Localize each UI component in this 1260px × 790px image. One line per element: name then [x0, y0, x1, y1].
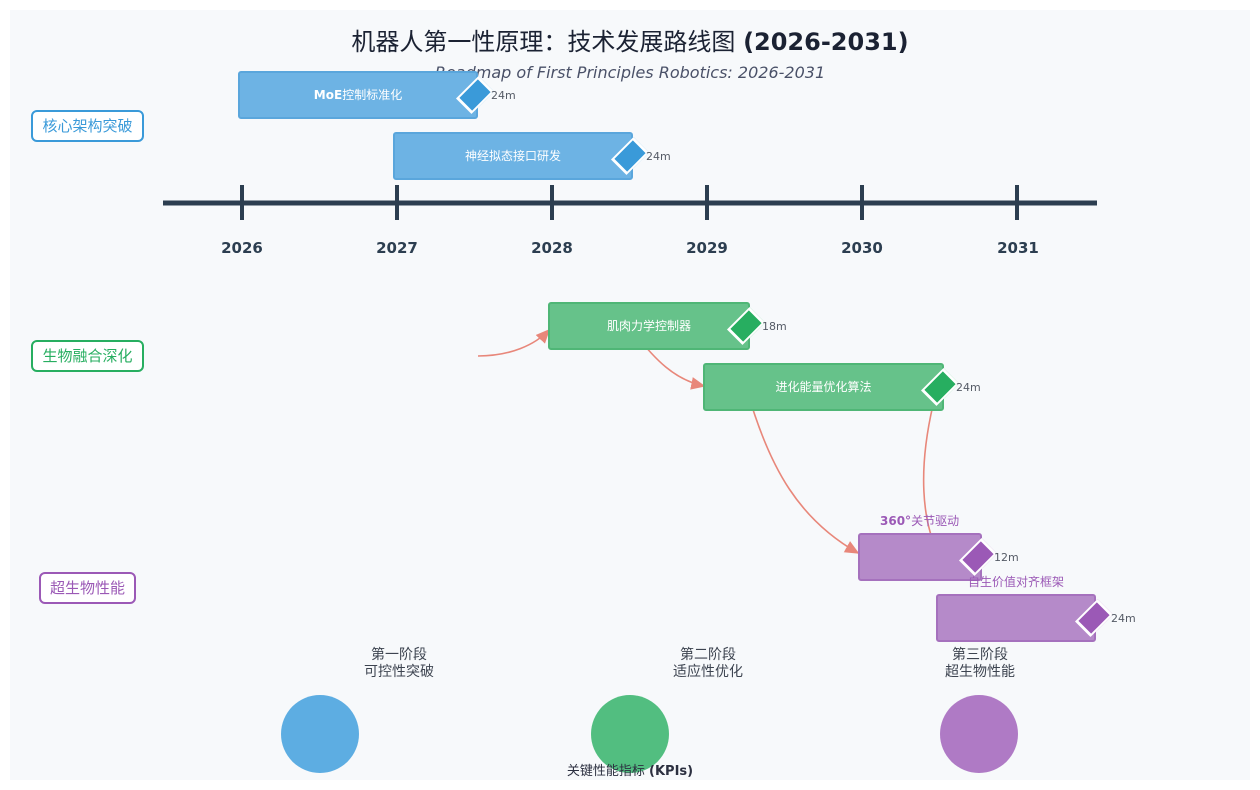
title-text: 机器人第一性原理：技术发展路线图 [351, 28, 736, 56]
task-bar-moe-control: MoE控制标准化 [238, 71, 478, 119]
kpi-circle-phase-1 [281, 695, 359, 773]
phase-title: 第三阶段 [952, 647, 1008, 663]
kpi-circle-phase-2 [591, 695, 669, 773]
year-label: 2028 [531, 239, 573, 257]
task-duration: 12m [994, 551, 1019, 564]
phase-subtitle: 可控性突破 [364, 664, 434, 680]
phase-title: 第二阶段 [680, 647, 736, 663]
task-duration: 24m [1111, 612, 1136, 625]
task-duration: 18m [762, 320, 787, 333]
kpi-label-en: (KPIs) [649, 764, 694, 779]
kpi-circle-phase-3 [940, 695, 1018, 773]
page-subtitle: Roadmap of First Principles Robotics: 20… [434, 63, 826, 82]
page-title: 机器人第一性原理：技术发展路线图 (2026-2031) [0, 22, 1260, 57]
year-label: 2026 [221, 239, 263, 257]
task-duration: 24m [956, 381, 981, 394]
task-duration: 24m [646, 150, 671, 163]
year-label: 2030 [841, 239, 883, 257]
dependency-arrow [922, 404, 939, 555]
dependency-arrow [746, 389, 860, 554]
phase-title: 第一阶段 [371, 647, 427, 663]
year-label: 2031 [997, 239, 1039, 257]
phase-2: 第二阶段 适应性优化 [638, 647, 778, 681]
lane-label-super-bio: 超生物性能 [39, 572, 136, 604]
task-label-value-alignment: 自生价值对齐框架 [968, 575, 1065, 589]
kpi-label-cn: 关键性能指标 [566, 764, 645, 779]
dependency-arrow [477, 328, 551, 357]
title-range: (2026-2031) [743, 28, 909, 56]
lane-label-bio-fusion: 生物融合深化 [31, 340, 144, 372]
task-bar-neuromorphic-interface: 神经拟态接口研发 [393, 132, 633, 180]
task-label: 控制标准化 [342, 88, 403, 102]
task-label-bold: 360° [880, 514, 912, 528]
task-bar-evolution-energy: 进化能量优化算法 [703, 363, 944, 411]
kpi-footer-label: 关键性能指标 (KPIs) [480, 760, 780, 779]
year-label: 2029 [686, 239, 728, 257]
task-bar-muscle-controller: 肌肉力学控制器 [548, 302, 750, 350]
task-duration: 24m [491, 89, 516, 102]
phase-3: 第三阶段 超生物性能 [910, 647, 1050, 681]
lane-label-core-architecture: 核心架构突破 [31, 110, 144, 142]
phase-subtitle: 适应性优化 [673, 664, 743, 680]
task-label-bold: MoE [313, 88, 343, 102]
task-label: 关节驱动 [911, 514, 960, 528]
year-label: 2027 [376, 239, 418, 257]
task-label-joint-drive: 360°关节驱动 [880, 512, 959, 529]
phase-1: 第一阶段 可控性突破 [329, 647, 469, 681]
task-bar-value-alignment [936, 594, 1096, 642]
phase-subtitle: 超生物性能 [945, 664, 1015, 680]
